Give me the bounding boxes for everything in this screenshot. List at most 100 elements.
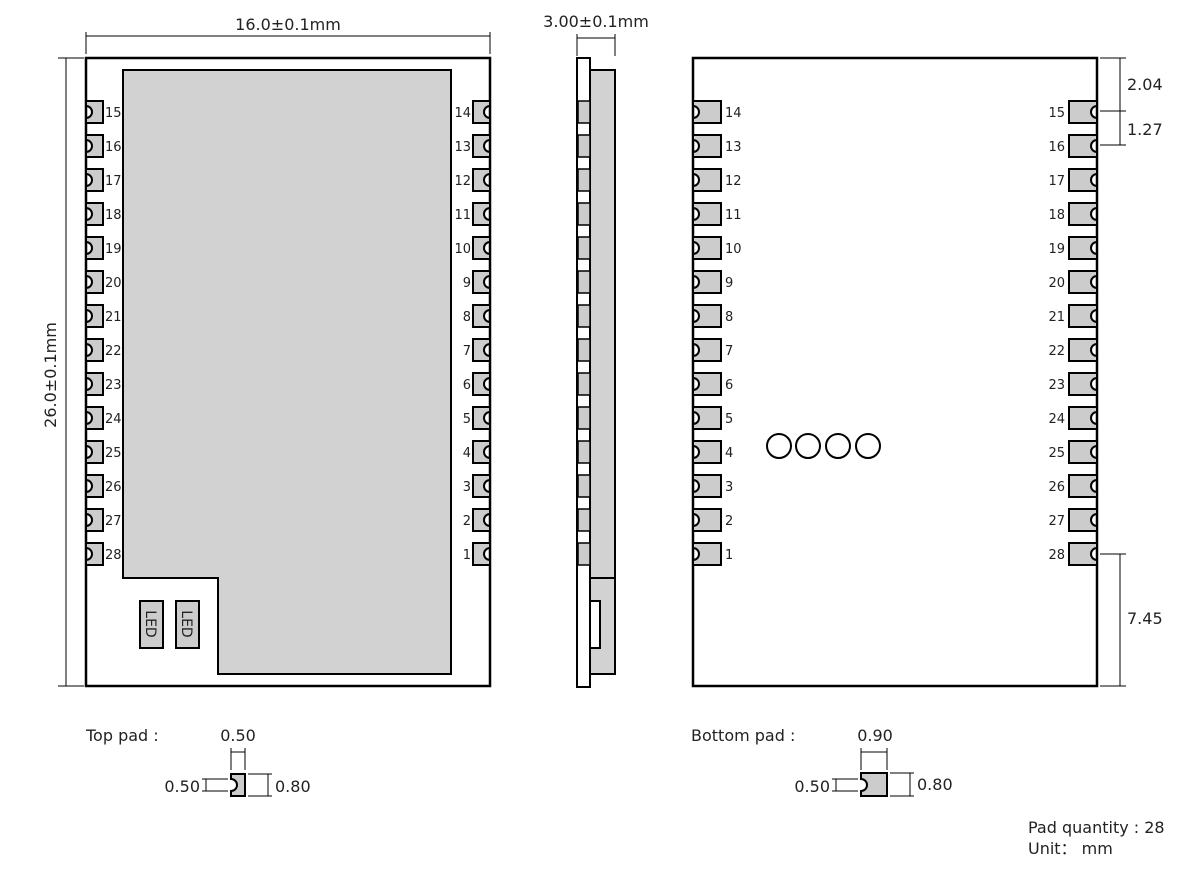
top-view-pad-17	[85, 168, 104, 192]
led-2: LED	[175, 600, 200, 649]
shield-can	[122, 69, 452, 675]
side-pad	[577, 508, 591, 532]
top-view-pad-23	[85, 372, 104, 396]
top-view-pad-13	[472, 134, 491, 158]
unit-note: Unit： mm	[1028, 839, 1113, 858]
top-view-pin-label-4: 4	[463, 446, 471, 461]
top-view-pin-label-3: 3	[463, 480, 471, 495]
bottom-view-pin-label-22: 22	[1048, 344, 1065, 359]
bottom-view-pad-13	[692, 134, 722, 158]
bottom-view-pad-5	[692, 406, 722, 430]
bottom-view-pin-label-10: 10	[725, 242, 742, 257]
bottom-view-pad-17	[1068, 168, 1098, 192]
top-view-pin-label-28: 28	[105, 548, 122, 563]
top-view-pad-14	[472, 100, 491, 124]
test-point	[766, 433, 792, 459]
top-view-pad-25	[85, 440, 104, 464]
top-view-pin-label-17: 17	[105, 174, 122, 189]
bottom-pad-width-label: 0.90	[857, 726, 893, 745]
top-view-pin-label-10: 10	[454, 242, 471, 257]
bottom-view-pad-23	[1068, 372, 1098, 396]
bottom-view-pad-10	[692, 236, 722, 260]
bottom-view-pad-27	[1068, 508, 1098, 532]
height-dimension: 26.0±0.1mm	[41, 57, 84, 687]
top-view-pin-label-12: 12	[454, 174, 471, 189]
top-view-pad-26	[85, 474, 104, 498]
top-view-pin-label-20: 20	[105, 276, 122, 291]
top-view-pad-4	[472, 440, 491, 464]
bottom-view-pad-19	[1068, 236, 1098, 260]
top-pad-height-left-label: 0.50	[164, 777, 200, 796]
bottom-view-board	[691, 56, 1099, 688]
bottom-view-pad-2	[692, 508, 722, 532]
top-view-pad-7	[472, 338, 491, 362]
pad-quantity-note: Pad quantity : 28	[1028, 818, 1165, 837]
bottom-view-pin-label-20: 20	[1048, 276, 1065, 291]
bottom-view-pad-9	[692, 270, 722, 294]
bottom-view-pin-label-18: 18	[1048, 208, 1065, 223]
side-pad	[577, 406, 591, 430]
top-view-pin-label-14: 14	[454, 106, 471, 121]
dim-pitch-label: 1.27	[1127, 120, 1163, 139]
test-point	[855, 433, 881, 459]
top-view-pad-11	[472, 202, 491, 226]
top-view-pin-label-9: 9	[463, 276, 471, 291]
bottom-view-pad-3	[692, 474, 722, 498]
bottom-view-pad-18	[1068, 202, 1098, 226]
bottom-view-pin-label-19: 19	[1048, 242, 1065, 257]
side-pad	[577, 168, 591, 192]
bottom-view-pad-11	[692, 202, 722, 226]
dim-top-label: 2.04	[1127, 75, 1163, 94]
bottom-view-pad-24	[1068, 406, 1098, 430]
led-1-label: LED	[142, 610, 158, 637]
top-view-pad-15	[85, 100, 104, 124]
bottom-view-dimensions: 2.04 1.27 7.45	[1100, 57, 1163, 687]
top-view-pin-label-23: 23	[105, 378, 122, 393]
bottom-view-pad-14	[692, 100, 722, 124]
bottom-view-pin-label-15: 15	[1048, 106, 1065, 121]
bottom-view-pad-25	[1068, 440, 1098, 464]
bottom-pad-detail: Bottom pad : 0.90 0.50 0.80	[691, 726, 953, 797]
top-view-pad-8	[472, 304, 491, 328]
bottom-view-pin-label-24: 24	[1048, 412, 1065, 427]
bottom-view-pad-28	[1068, 542, 1098, 566]
top-view-pin-label-16: 16	[105, 140, 122, 155]
side-led	[589, 600, 601, 649]
top-view-pad-24	[85, 406, 104, 430]
bottom-view-pad-12	[692, 168, 722, 192]
bottom-view-pin-label-25: 25	[1048, 446, 1065, 461]
top-view-pad-21	[85, 304, 104, 328]
top-view-pin-label-24: 24	[105, 412, 122, 427]
top-view-pin-label-19: 19	[105, 242, 122, 257]
top-pad-height-right-label: 0.80	[275, 777, 311, 796]
bottom-view-pad-6	[692, 372, 722, 396]
top-view-pin-label-8: 8	[463, 310, 471, 325]
bottom-view-pad-1	[692, 542, 722, 566]
top-view-pin-label-1: 1	[463, 548, 471, 563]
top-view-pin-label-25: 25	[105, 446, 122, 461]
top-view-pad-22	[85, 338, 104, 362]
bottom-view-pad-8	[692, 304, 722, 328]
side-pad	[577, 236, 591, 260]
bottom-view-pad-22	[1068, 338, 1098, 362]
top-view-pad-18	[85, 202, 104, 226]
bottom-view-pad-15	[1068, 100, 1098, 124]
top-view-pad-10	[472, 236, 491, 260]
bottom-view-pad-4	[692, 440, 722, 464]
bottom-pad-label: Bottom pad :	[691, 726, 795, 745]
bottom-view-pin-label-28: 28	[1048, 548, 1065, 563]
bottom-view-pin-label-6: 6	[725, 378, 733, 393]
side-pad	[577, 372, 591, 396]
top-view: 16.0±0.1mm 26.0±0.1mm 151617181920212223…	[41, 15, 492, 688]
top-view-pin-label-15: 15	[105, 106, 122, 121]
bottom-pad-height-right-label: 0.80	[917, 775, 953, 794]
top-view-pin-label-18: 18	[105, 208, 122, 223]
bottom-view-pin-label-21: 21	[1048, 310, 1065, 325]
bottom-view-pin-label-7: 7	[725, 344, 733, 359]
top-view-pin-label-13: 13	[454, 140, 471, 155]
